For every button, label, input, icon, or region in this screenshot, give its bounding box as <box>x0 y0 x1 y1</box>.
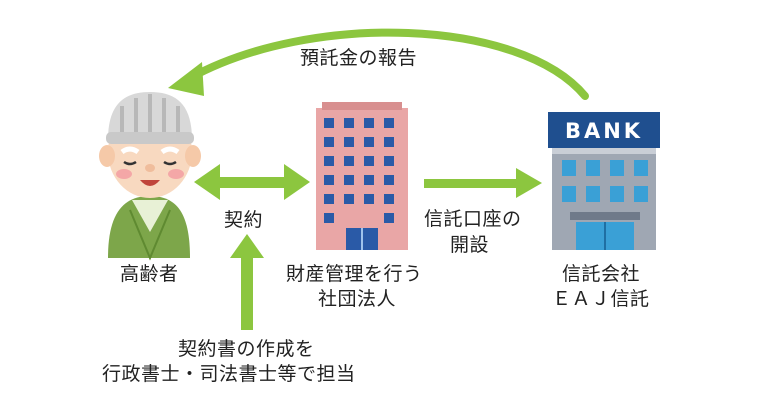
report-label: 預託金の報告 <box>300 47 418 69</box>
report-arrow <box>186 28 589 100</box>
contract-docs-label-line2: 行政書士・司法書士等で担当 <box>102 363 356 385</box>
corporation-label-line2: 社団法人 <box>318 288 397 310</box>
contract-arrow <box>194 164 310 200</box>
corporation-label-line1: 財産管理を行う <box>286 263 423 285</box>
open-account-arrow <box>424 168 542 198</box>
open-account-label-line1: 信託口座の <box>424 208 522 230</box>
office-building-illustration <box>316 102 408 250</box>
elderly-person-illustration <box>99 92 201 261</box>
elderly-label: 高齢者 <box>120 263 179 285</box>
bank-sign-text: BANK <box>565 119 643 143</box>
bank-building-illustration <box>548 112 660 250</box>
open-account-label-line2: 開設 <box>450 234 490 256</box>
trust-company-label-line1: 信託会社 <box>562 263 641 285</box>
contract-label: 契約 <box>224 209 264 231</box>
contract-docs-label-line1: 契約書の作成を <box>178 338 315 360</box>
trust-company-label-line2: ＥＡＪ信託 <box>552 288 650 310</box>
contract-docs-arrow <box>230 234 264 330</box>
report-arrowhead <box>168 62 204 96</box>
